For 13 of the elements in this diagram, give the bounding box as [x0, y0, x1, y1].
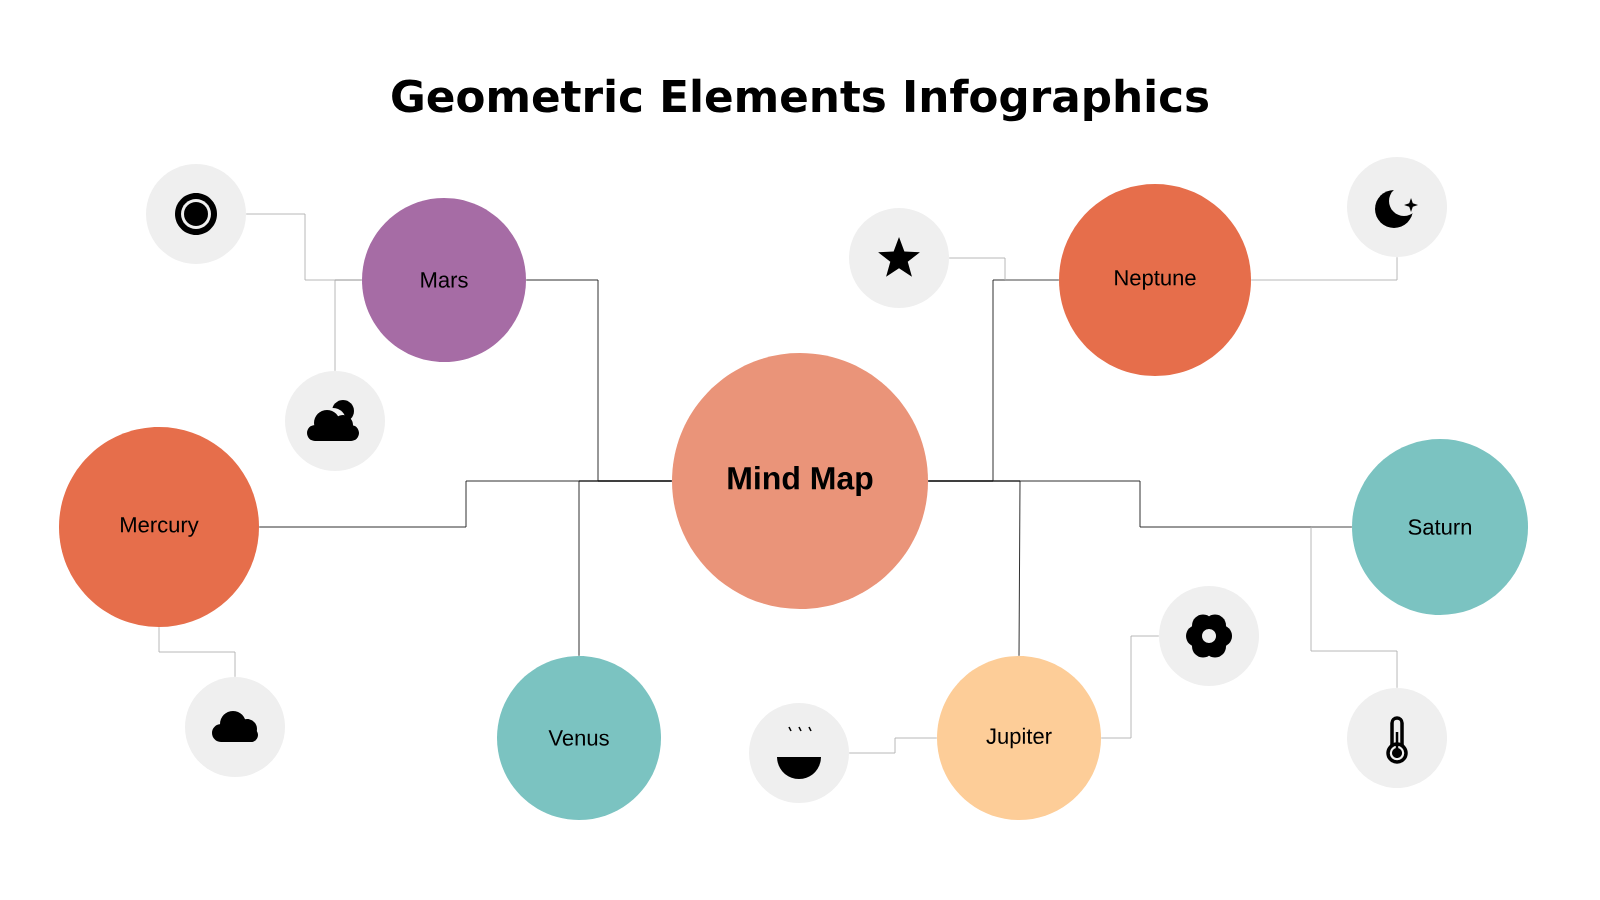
connector-line — [334, 279, 363, 372]
icon-badge — [849, 208, 949, 308]
connector-line — [1310, 526, 1398, 689]
icon-badge — [1347, 688, 1447, 788]
connector-line — [1100, 635, 1160, 739]
icon-badge — [749, 703, 849, 803]
connector-line — [848, 737, 938, 754]
connector-line — [158, 626, 236, 678]
connector-line — [948, 257, 1060, 281]
connector-line — [1250, 256, 1398, 281]
title: Geometric Elements Infographics — [392, 78, 1208, 122]
connector-line — [578, 480, 673, 657]
connector-line — [927, 480, 1021, 657]
